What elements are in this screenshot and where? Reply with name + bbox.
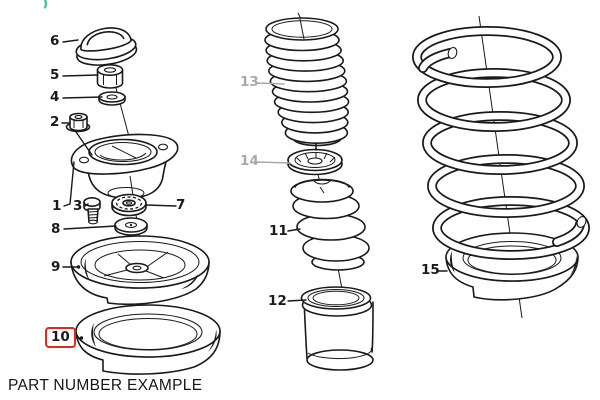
part-label-12[interactable]: 12 — [268, 293, 287, 309]
part-9-spring-seat-drawing — [70, 235, 210, 306]
part-2-nut-drawing — [65, 112, 91, 133]
part-label-13[interactable]: 13 — [240, 74, 259, 90]
leader-line-2b — [75, 131, 93, 156]
part-label-6[interactable]: 6 — [50, 33, 60, 49]
part-label-9[interactable]: 9 — [51, 259, 61, 275]
part-label-4[interactable]: 4 — [50, 89, 60, 105]
leader-line-5 — [62, 74, 99, 77]
leader-line-8 — [63, 225, 117, 230]
part-label-10-highlighted[interactable]: 10 — [45, 327, 76, 348]
part-10-spring-pad-drawing — [75, 304, 221, 375]
leader-dot-10 — [79, 336, 84, 340]
part-label-15[interactable]: 15 — [421, 262, 440, 278]
leader-line-6 — [62, 39, 79, 43]
part-1-strut-mount-drawing — [70, 133, 179, 199]
part-label-14[interactable]: 14 — [240, 153, 259, 169]
part-8-washer-drawing — [114, 217, 148, 236]
part-6-cap-drawing — [75, 27, 138, 66]
part-label-5[interactable]: 5 — [50, 67, 60, 83]
part-7-bearing-drawing — [111, 193, 147, 217]
coil-spring-drawing — [412, 26, 590, 260]
leader-line-14 — [256, 161, 291, 164]
part-label-2[interactable]: 2 — [50, 114, 60, 130]
leader-line-3 — [84, 203, 89, 207]
part-label-3[interactable]: 3 — [73, 198, 83, 214]
part-3-bolt-drawing — [83, 197, 101, 225]
part-4-washer-drawing — [98, 91, 126, 106]
part-14-seat-ring-drawing — [287, 142, 343, 176]
part-label-8[interactable]: 8 — [51, 221, 61, 237]
leader-line-11 — [287, 228, 301, 232]
leader-dot-9 — [76, 265, 81, 269]
part-label-11[interactable]: 11 — [269, 223, 288, 239]
part-13-bellows-drawing — [264, 17, 350, 147]
pen-mark — [43, 0, 47, 9]
part-5-nut-drawing — [96, 64, 124, 89]
leader-line-7 — [145, 204, 177, 207]
part-label-7[interactable]: 7 — [176, 197, 186, 213]
caption-text: PART NUMBER EXAMPLE — [8, 377, 203, 394]
part-11-bump-stop-drawing — [290, 178, 370, 271]
part-label-1[interactable]: 1 — [52, 198, 62, 214]
leader-line-13 — [257, 82, 285, 85]
leader-line-1 — [63, 161, 75, 207]
leader-lines — [61, 39, 448, 340]
part-12-sleeve-drawing — [300, 286, 374, 371]
leader-line-12 — [287, 299, 307, 302]
leader-line-4 — [62, 96, 103, 99]
